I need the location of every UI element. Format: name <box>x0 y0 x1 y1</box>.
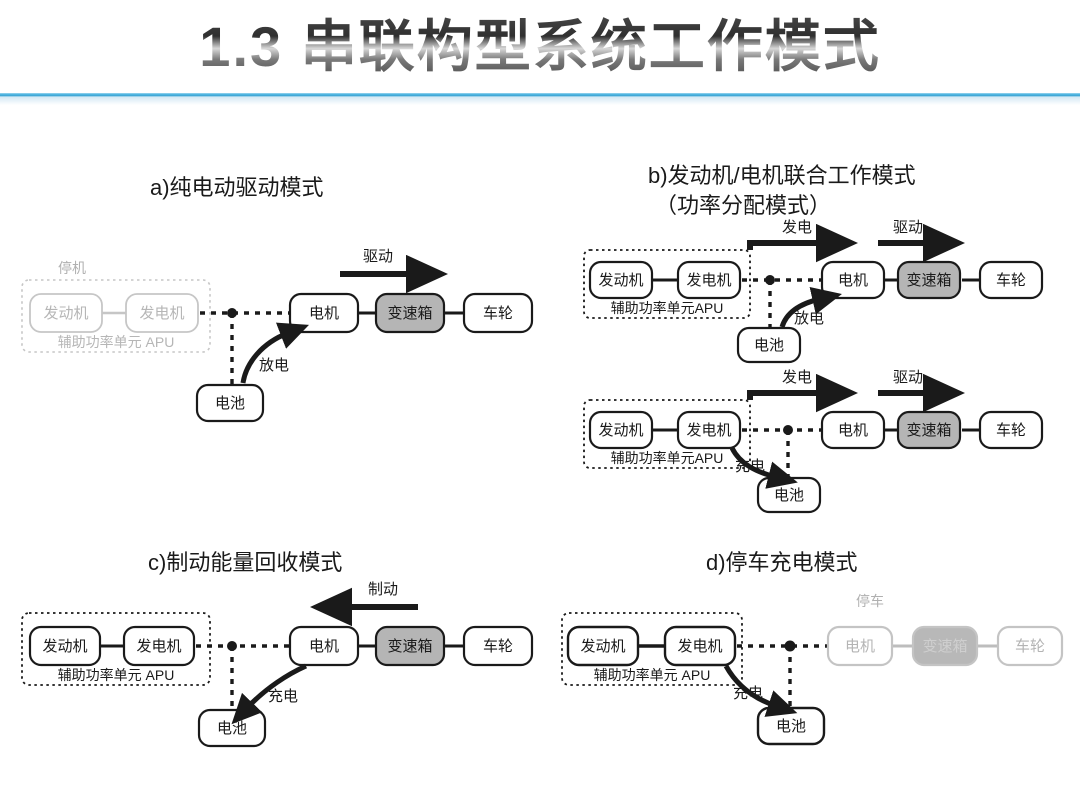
figure-b-caption-2: （功率分配模式） <box>655 193 832 218</box>
engine-label: 发动机 <box>42 638 87 655</box>
apu-label: 辅助功率单元APU <box>611 450 724 466</box>
wheel-box <box>462 625 534 667</box>
generator-box <box>125 293 199 333</box>
discharge-arrow <box>779 287 842 328</box>
generator-label: 发电机 <box>136 638 181 655</box>
apu-label: 辅助功率单元APU <box>611 300 724 316</box>
gearbox-label: 变速箱 <box>906 272 951 289</box>
generator-label: 发电机 <box>686 422 731 439</box>
motor-box <box>288 625 360 667</box>
generator-box <box>676 410 742 450</box>
wheel-box <box>978 410 1044 450</box>
discharge-arrow <box>240 322 309 384</box>
engine-box <box>28 625 102 667</box>
generate-label: 发电 <box>782 369 812 386</box>
gearbox-label: 变速箱 <box>922 638 967 655</box>
battery-label: 电池 <box>774 487 804 504</box>
brake-label: 制动 <box>368 581 398 598</box>
engine-label: 发动机 <box>598 422 643 439</box>
figure-d-diagram: 发动机 发电机 辅助功率单元 APU 电机 变速箱 车轮 停车 电池 充电 <box>561 593 1064 746</box>
gearbox-label: 变速箱 <box>387 638 432 655</box>
figure-b1-diagram: 发动机 发电机 辅助功率单元APU 电机 变速箱 车轮 发电 驱动 电池 放电 <box>583 219 1044 364</box>
title-divider <box>0 93 1080 97</box>
charge-label: 充电 <box>735 458 765 475</box>
page-title: 1.3 串联构型系统工作模式 <box>0 8 1080 86</box>
engine-label: 发动机 <box>598 272 643 289</box>
figure-d-caption: d)停车充电模式 <box>706 550 858 575</box>
apu-label: 辅助功率单元 APU <box>58 667 175 683</box>
figure-b-caption: b)发动机/电机联合工作模式 <box>648 163 916 188</box>
charge-arrow <box>231 663 308 725</box>
battery-label: 电池 <box>776 718 806 735</box>
generator-label: 发电机 <box>686 272 731 289</box>
generate-label: 发电 <box>782 219 812 236</box>
figure-c-diagram: 发动机 发电机 辅助功率单元 APU 电机 变速箱 车轮 制动 电池 充电 <box>21 581 534 748</box>
battery-label: 电池 <box>754 337 784 354</box>
engine-off-note: 停机 <box>58 260 86 276</box>
engine-label: 发动机 <box>580 638 625 655</box>
wheel-label: 车轮 <box>996 272 1026 289</box>
wheel-box <box>978 260 1044 300</box>
gearbox-box <box>374 292 446 334</box>
wheel-label: 车轮 <box>996 422 1026 439</box>
drive-label: 驱动 <box>893 219 923 236</box>
engine-box <box>566 625 640 667</box>
gearbox-box <box>374 625 446 667</box>
motor-label: 电机 <box>309 305 339 322</box>
apu-label: 辅助功率单元 APU <box>58 334 175 350</box>
motor-label: 电机 <box>845 638 875 655</box>
generate-arrow <box>747 373 858 413</box>
generator-label: 发电机 <box>139 305 184 322</box>
drive-label: 驱动 <box>363 248 393 265</box>
generator-label: 发电机 <box>677 638 722 655</box>
generator-box <box>663 625 737 667</box>
gearbox-label: 变速箱 <box>387 305 432 322</box>
engine-box <box>588 410 654 450</box>
figure-c-caption: c)制动能量回收模式 <box>148 550 343 575</box>
discharge-label: 放电 <box>794 310 824 327</box>
wheel-label: 车轮 <box>1015 638 1045 655</box>
battery-label: 电池 <box>217 720 247 737</box>
figure-a-diagram: 发动机 发电机 辅助功率单元 APU 停机 电机 变速箱 车轮 驱动 电池 放电 <box>21 248 534 423</box>
motor-label: 电机 <box>838 272 868 289</box>
battery-label: 电池 <box>215 395 245 412</box>
gearbox-box <box>911 625 979 667</box>
charge-label: 充电 <box>733 685 763 702</box>
motor-box <box>826 625 894 667</box>
motor-label: 电机 <box>838 422 868 439</box>
wheel-label: 车轮 <box>483 305 513 322</box>
apu-label: 辅助功率单元 APU <box>594 667 711 683</box>
generate-arrow <box>747 223 858 263</box>
apu-group-box <box>561 612 743 686</box>
wheel-label: 车轮 <box>483 638 513 655</box>
charge-arrow <box>729 446 798 489</box>
gearbox-label: 变速箱 <box>906 422 951 439</box>
title-divider-shadow <box>0 97 1080 105</box>
motor-label: 电机 <box>309 638 339 655</box>
wheel-box <box>996 625 1064 667</box>
wheel-box <box>462 292 534 334</box>
engine-label: 发动机 <box>43 305 88 322</box>
figure-b2-diagram: 发动机 发电机 辅助功率单元APU 电机 变速箱 车轮 发电 驱动 电池 充电 <box>583 369 1044 514</box>
engine-box <box>588 260 654 300</box>
figure-a-caption: a)纯电动驱动模式 <box>150 175 324 200</box>
discharge-label: 放电 <box>259 357 289 374</box>
charge-arrow <box>723 664 798 717</box>
battery-box <box>195 383 265 423</box>
motor-box <box>288 292 360 334</box>
generator-box <box>122 625 196 667</box>
generator-box <box>676 260 742 300</box>
drive-label: 驱动 <box>893 369 923 386</box>
engine-box <box>29 293 103 333</box>
charge-label: 充电 <box>268 688 298 705</box>
battery-box <box>736 326 802 364</box>
vehicle-parked-note: 停车 <box>856 593 884 609</box>
